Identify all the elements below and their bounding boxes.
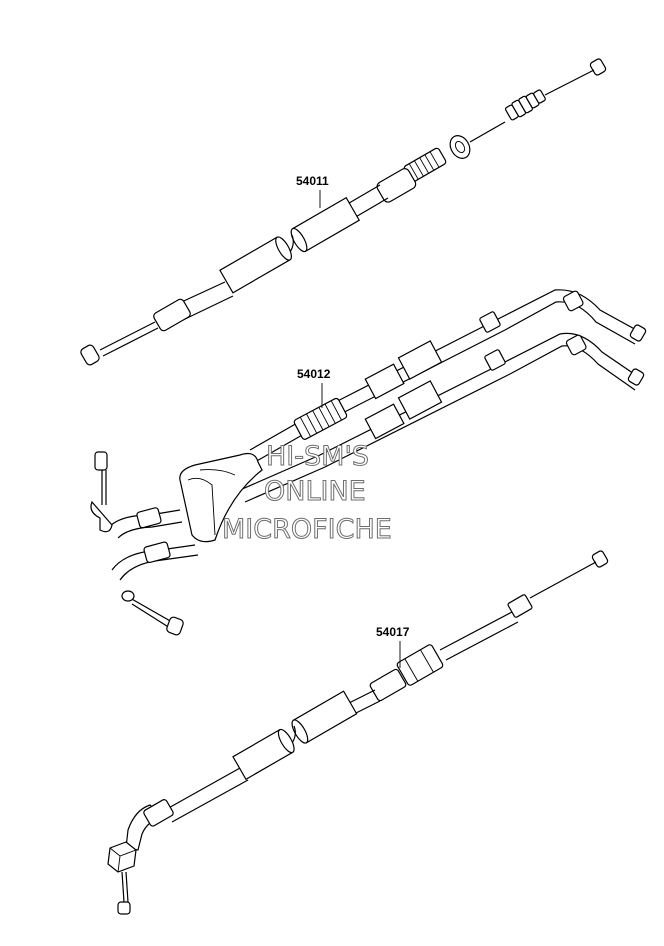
part-label-54011-group: 54011	[296, 174, 329, 208]
watermark-line-1: HI-SM'S	[266, 441, 369, 472]
part-label[interactable]: 54012	[297, 367, 331, 381]
part-label[interactable]: 54017	[376, 625, 410, 639]
part-label-54017-group: 54017	[376, 625, 410, 668]
watermark-line-2: ONLINE	[264, 476, 366, 507]
cable-54012	[90, 289, 647, 636]
watermark-line-3: MICROFICHE	[222, 514, 392, 545]
watermark: HI-SM'S ONLINE MICROFICHE	[222, 441, 393, 546]
part-label-54012-group: 54012	[297, 367, 331, 408]
part-label[interactable]: 54011	[296, 174, 329, 188]
cable-54011	[80, 58, 607, 366]
cable-54017	[107, 550, 609, 915]
